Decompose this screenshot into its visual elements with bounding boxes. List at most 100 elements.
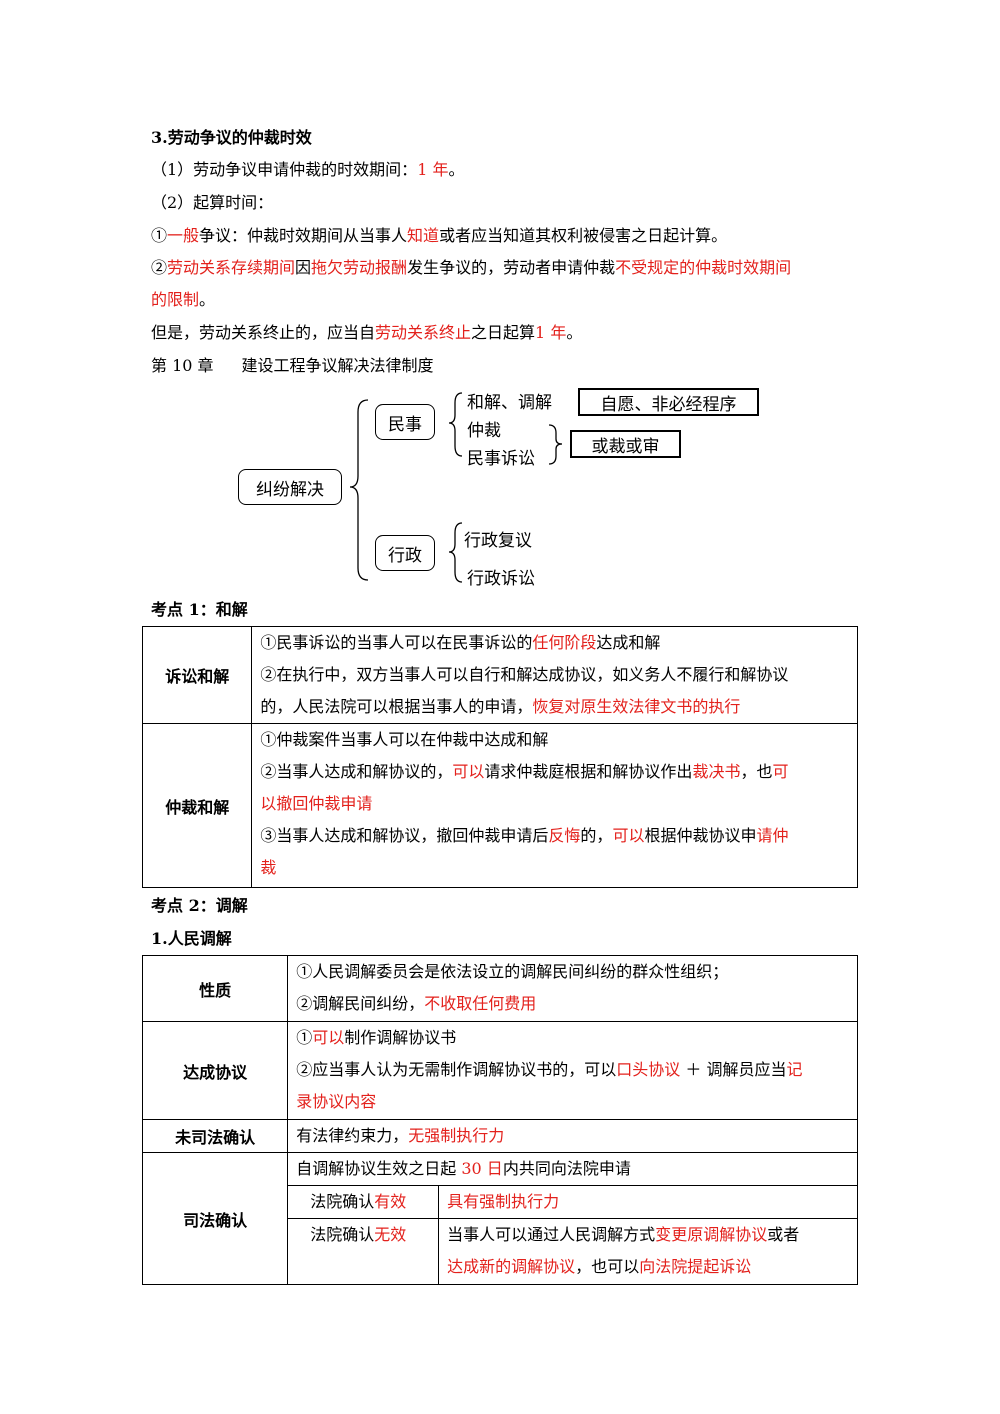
text: 。: [199, 290, 216, 309]
start-time-line: （2）起算时间：: [151, 193, 274, 212]
cell-line: 裁: [252, 852, 857, 884]
period-line: （1）劳动争议申请仲裁的时效期间：1 年。: [151, 160, 464, 180]
judicial-intro-line: 自调解协议生效之日起 30 日内共同向法院申请: [288, 1153, 857, 1185]
highlight: 有效: [374, 1192, 407, 1211]
root-brace: [349, 399, 369, 581]
cell-line: 有法律约束力，无强制执行力: [288, 1120, 857, 1152]
cell-line: ①人民调解委员会是依法设立的调解民间纠纷的群众性组织；: [288, 956, 857, 988]
table-row: 法院确认有效 具有强制执行力: [143, 1185, 858, 1219]
row-content: ①民事诉讼的当事人可以在民事诉讼的任何阶段达成和解 ②在执行中，双方当事人可以自行…: [251, 626, 858, 724]
row-head: 达成协议: [141, 1021, 289, 1120]
cell-line: 录协议内容: [288, 1086, 857, 1118]
text: ，也可以: [575, 1257, 640, 1276]
row-head: 诉讼和解: [141, 626, 253, 724]
admin-item-review: 行政复议: [464, 531, 532, 551]
cell-line: 达成新的调解协议，也可以向法院提起诉讼: [439, 1251, 857, 1283]
highlight: 裁决书: [692, 762, 741, 781]
civil-item-mediation: 和解、调解: [467, 393, 552, 413]
highlight: 30 日: [461, 1159, 503, 1178]
highlight: 不受规定的仲裁时效期间: [615, 258, 792, 277]
cell-line: ③当事人达成和解协议，撤回仲裁申请后反悔的，可以根据仲裁协议申请仲: [252, 820, 857, 852]
valid-result: 具有强制执行力: [438, 1185, 858, 1219]
text: ，也: [740, 762, 773, 781]
labor-relation-line: ②劳动关系存续期间因拖欠劳动报酬发生争议的，劳动者申请仲裁不受规定的仲裁时效期间: [151, 258, 791, 278]
highlight: 无效: [374, 1225, 407, 1244]
highlight: 向法院提起诉讼: [639, 1257, 752, 1276]
highlight: 裁: [260, 858, 277, 877]
highlight: 记: [786, 1060, 803, 1079]
cell-line: 以撤回仲裁申请: [252, 788, 857, 820]
valid-label: 法院确认有效: [287, 1185, 440, 1219]
text: 或者应当知道其权利被侵害之日起计算。: [439, 226, 728, 245]
highlight: 不收取任何费用: [424, 994, 537, 1013]
text: ②: [151, 258, 168, 277]
text: 或者: [767, 1225, 800, 1244]
text: 根据仲裁协议申: [644, 826, 757, 845]
text: 的，人民法院可以根据当事人的申请，: [260, 697, 533, 716]
highlight: 1 年: [535, 323, 567, 342]
text: 内共同向法院申请: [502, 1159, 631, 1178]
text: 自调解协议生效之日起: [296, 1159, 462, 1178]
diagram-braces: [349, 392, 563, 583]
highlight: 劳动关系存续期间: [167, 258, 296, 277]
table-row: 未司法确认 有法律约束力，无强制执行力: [141, 1119, 858, 1153]
row-head: 性质: [141, 955, 289, 1022]
row-head: 未司法确认: [141, 1119, 289, 1153]
table-row: 诉讼和解 ①民事诉讼的当事人可以在民事诉讼的任何阶段达成和解 ②在执行中，双方当事…: [141, 626, 858, 724]
text: ②在执行中，双方当事人可以自行和解达成协议，如义务人不履行和解协议: [260, 665, 789, 684]
row-lines: 有法律约束力，无强制执行力: [288, 1120, 857, 1152]
valid-result-text: 具有强制执行力: [447, 1192, 560, 1211]
invalid-label-line: 法院确认无效: [288, 1219, 438, 1251]
labor-relation-line-cont: 的限制。: [151, 290, 215, 310]
civil-node: 民事: [375, 404, 435, 440]
highlight: 一般: [167, 226, 200, 245]
highlight: 无强制执行力: [408, 1126, 505, 1145]
text: 发生争议的，劳动者申请仲裁: [407, 258, 616, 277]
text: ②应当事人认为无需制作调解协议书的，可以: [296, 1060, 617, 1079]
highlight: 劳动关系终止: [375, 323, 472, 342]
text: 请求仲裁庭根据和解协议作出: [484, 762, 693, 781]
highlight: 知道: [407, 226, 440, 245]
row-lines: 当事人可以通过人民调解方式变更原调解协议或者达成新的调解协议，也可以向法院提起诉…: [439, 1219, 857, 1283]
text: （1）劳动争议申请仲裁的时效期间：: [151, 160, 418, 179]
note-either: 或裁或审: [570, 430, 681, 458]
invalid-result: 当事人可以通过人民调解方式变更原调解协议或者达成新的调解协议，也可以向法院提起诉…: [438, 1218, 858, 1285]
cell-line: ①仲裁案件当事人可以在仲裁中达成和解: [252, 724, 857, 756]
text: ②调解民间纠纷，: [296, 994, 425, 1013]
row-content: 有法律约束力，无强制执行力: [287, 1119, 858, 1153]
text: 制作调解协议书: [344, 1028, 457, 1047]
kaodian2-subtitle: 1.人民调解: [151, 929, 232, 948]
text: ②当事人达成和解协议的，: [260, 762, 453, 781]
kaodian2-title: 考点 2：调解: [151, 896, 248, 915]
chapter-heading: 第 10 章建设工程争议解决法律制度: [151, 356, 434, 376]
row-head: 仲裁和解: [141, 723, 253, 888]
highlight: 可以: [452, 762, 485, 781]
text: 达成和解: [596, 633, 661, 652]
cell-line: ②在执行中，双方当事人可以自行和解达成协议，如义务人不履行和解协议: [252, 659, 857, 691]
row-lines: ①民事诉讼的当事人可以在民事诉讼的任何阶段达成和解 ②在执行中，双方当事人可以自行…: [252, 627, 857, 723]
text: 有法律约束力，: [296, 1126, 409, 1145]
settlement-table: 诉讼和解 ①民事诉讼的当事人可以在民事诉讼的任何阶段达成和解 ②在执行中，双方当事…: [141, 626, 858, 888]
highlight: 可以: [312, 1028, 345, 1047]
general-dispute-line: ①一般争议：仲裁时效期间从当事人知道或者应当知道其权利被侵害之日起计算。: [151, 226, 727, 246]
highlight: 可以: [612, 826, 645, 845]
text: 法院确认: [310, 1192, 375, 1211]
highlight: 恢复对原生效法律文书的执行: [532, 697, 741, 716]
cell-line: ①民事诉讼的当事人可以在民事诉讼的任何阶段达成和解: [252, 627, 857, 659]
row-content: ①人民调解委员会是依法设立的调解民间纠纷的群众性组织； ②调解民间纠纷，不收取任何…: [287, 955, 858, 1022]
text: 但是，劳动关系终止的，应当自: [151, 323, 376, 342]
text: 因: [295, 258, 312, 277]
row-lines: ①人民调解委员会是依法设立的调解民间纠纷的群众性组织； ②调解民间纠纷，不收取任何…: [288, 956, 857, 1020]
admin-item-litigation: 行政诉讼: [467, 569, 535, 589]
highlight: 拖欠劳动报酬: [311, 258, 408, 277]
highlight: 口头协议: [616, 1060, 681, 1079]
table-row: 性质 ①人民调解委员会是依法设立的调解民间纠纷的群众性组织； ②调解民间纠纷，不收…: [141, 955, 858, 1022]
text: 。: [566, 323, 583, 342]
admin-brace: [448, 522, 463, 583]
text: 争议：仲裁时效期间从当事人: [199, 226, 408, 245]
chapter-title: 建设工程争议解决法律制度: [241, 356, 434, 375]
